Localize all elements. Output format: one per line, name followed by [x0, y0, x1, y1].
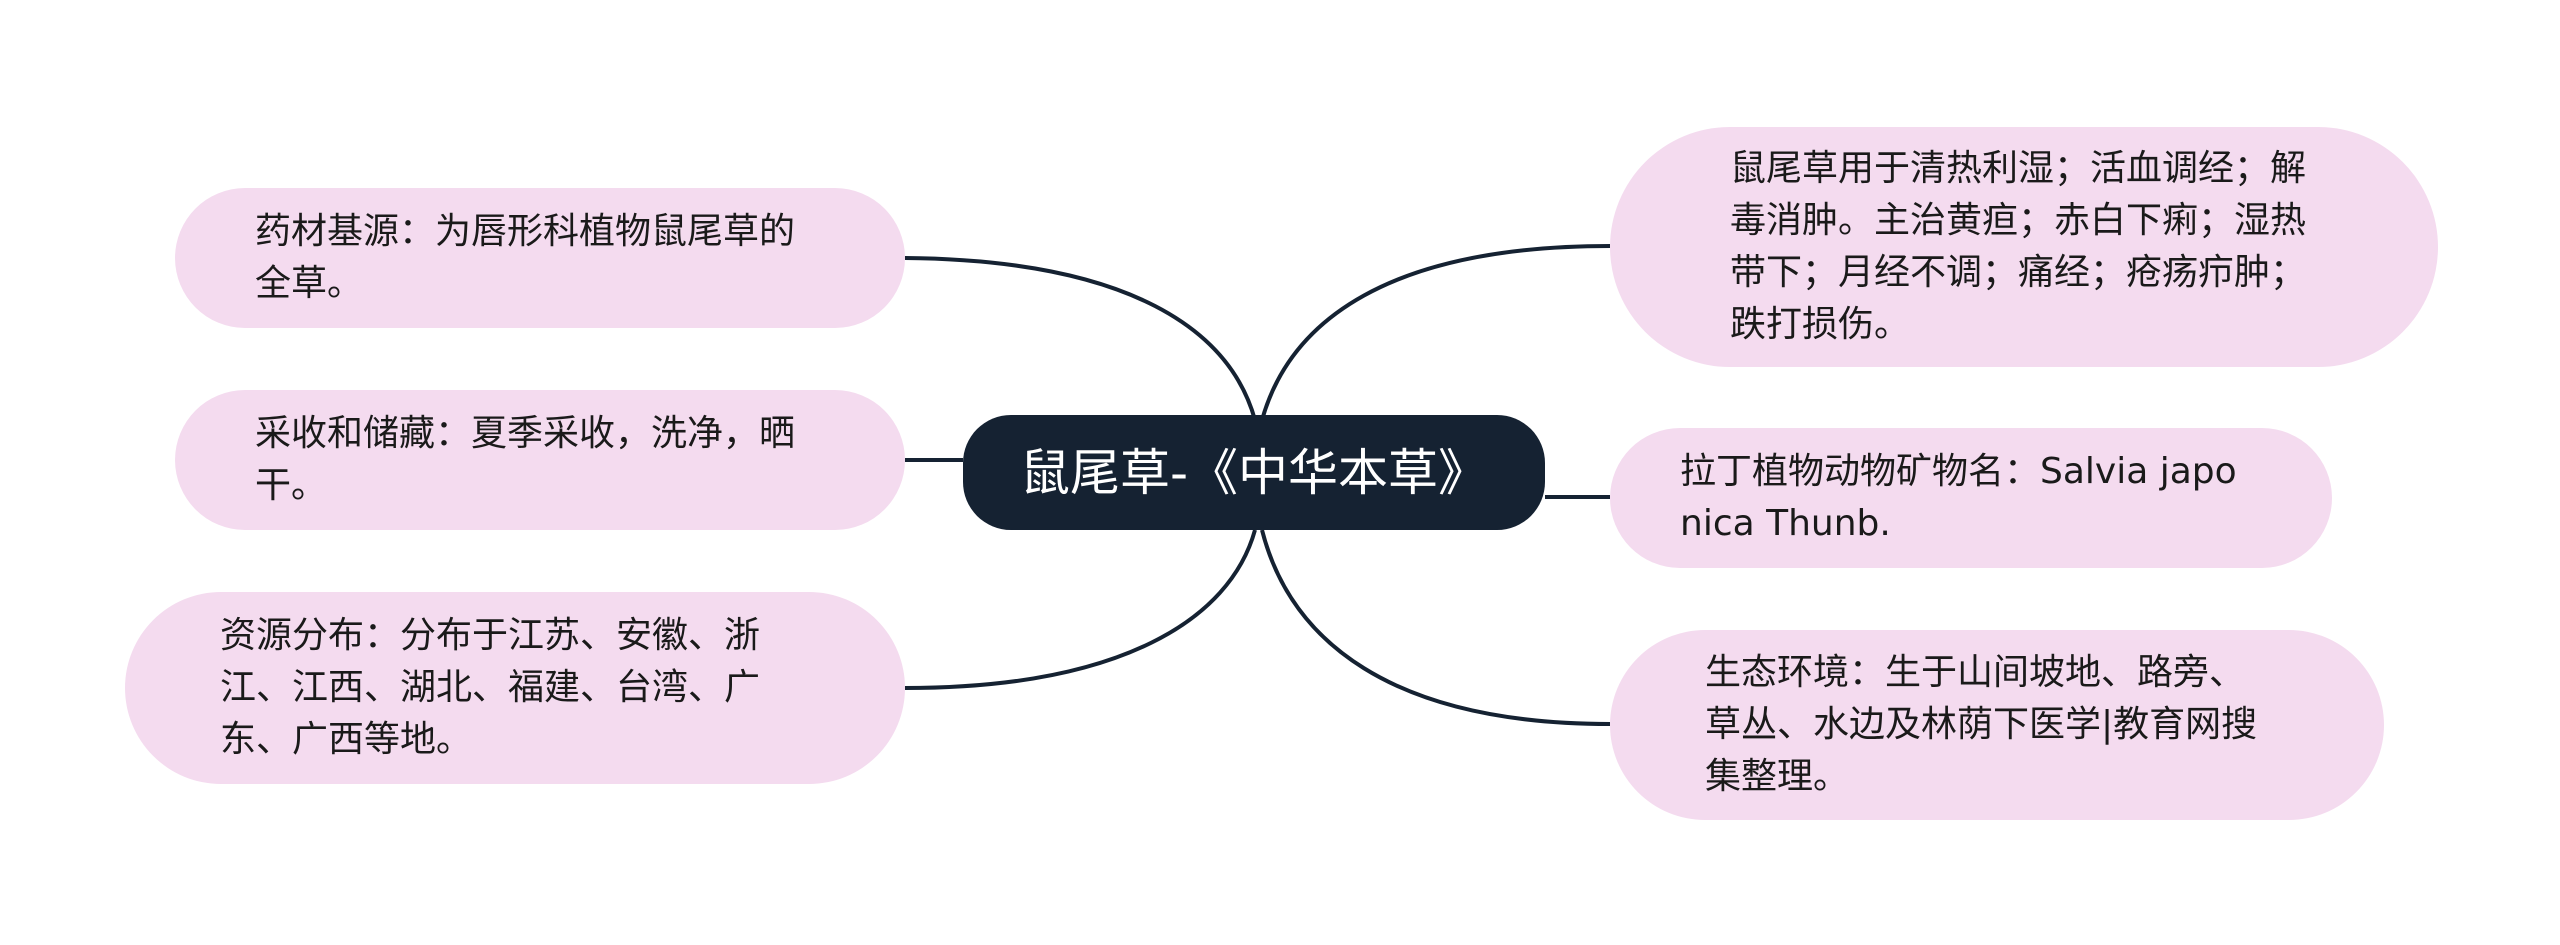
branch-left-3[interactable]: 资源分布：分布于江苏、安徽、浙江、江西、湖北、福建、台湾、广东、广西等地。 [125, 592, 905, 784]
branch-left-2-label: 采收和储藏：夏季采收，洗净，晒干。 [255, 413, 796, 506]
branch-right-2-label: 拉丁植物动物矿物名：Salvia japonica Thunb. [1680, 451, 2237, 544]
branch-left-1[interactable]: 药材基源：为唇形科植物鼠尾草的全草。 [175, 188, 905, 328]
branch-left-2[interactable]: 采收和储藏：夏季采收，洗净，晒干。 [175, 390, 905, 530]
connector-left-1 [904, 256, 1257, 421]
connector-right-1 [1260, 244, 1611, 421]
branch-right-3-label: 生态环境：生于山间坡地、路旁、草丛、水边及林荫下医学|教育网搜集整理。 [1705, 652, 2258, 797]
central-topic-label: 鼠尾草-《中华本草》 [1019, 443, 1489, 502]
connector-left-3 [904, 529, 1257, 690]
branch-left-3-label: 资源分布：分布于江苏、安徽、浙江、江西、湖北、福建、台湾、广东、广西等地。 [220, 615, 761, 760]
branch-left-1-label: 药材基源：为唇形科植物鼠尾草的全草。 [255, 211, 796, 304]
branch-right-3[interactable]: 生态环境：生于山间坡地、路旁、草丛、水边及林荫下医学|教育网搜集整理。 [1610, 630, 2384, 820]
branch-right-2[interactable]: 拉丁植物动物矿物名：Salvia japonica Thunb. [1610, 428, 2332, 568]
connector-right-3 [1260, 529, 1611, 726]
central-topic[interactable]: 鼠尾草-《中华本草》 [963, 415, 1545, 530]
branch-right-1-label: 鼠尾草用于清热利湿；活血调经；解毒消肿。主治黄疸；赤白下痢；湿热带下；月经不调；… [1730, 148, 2307, 345]
branch-right-1[interactable]: 鼠尾草用于清热利湿；活血调经；解毒消肿。主治黄疸；赤白下痢；湿热带下；月经不调；… [1610, 127, 2438, 367]
